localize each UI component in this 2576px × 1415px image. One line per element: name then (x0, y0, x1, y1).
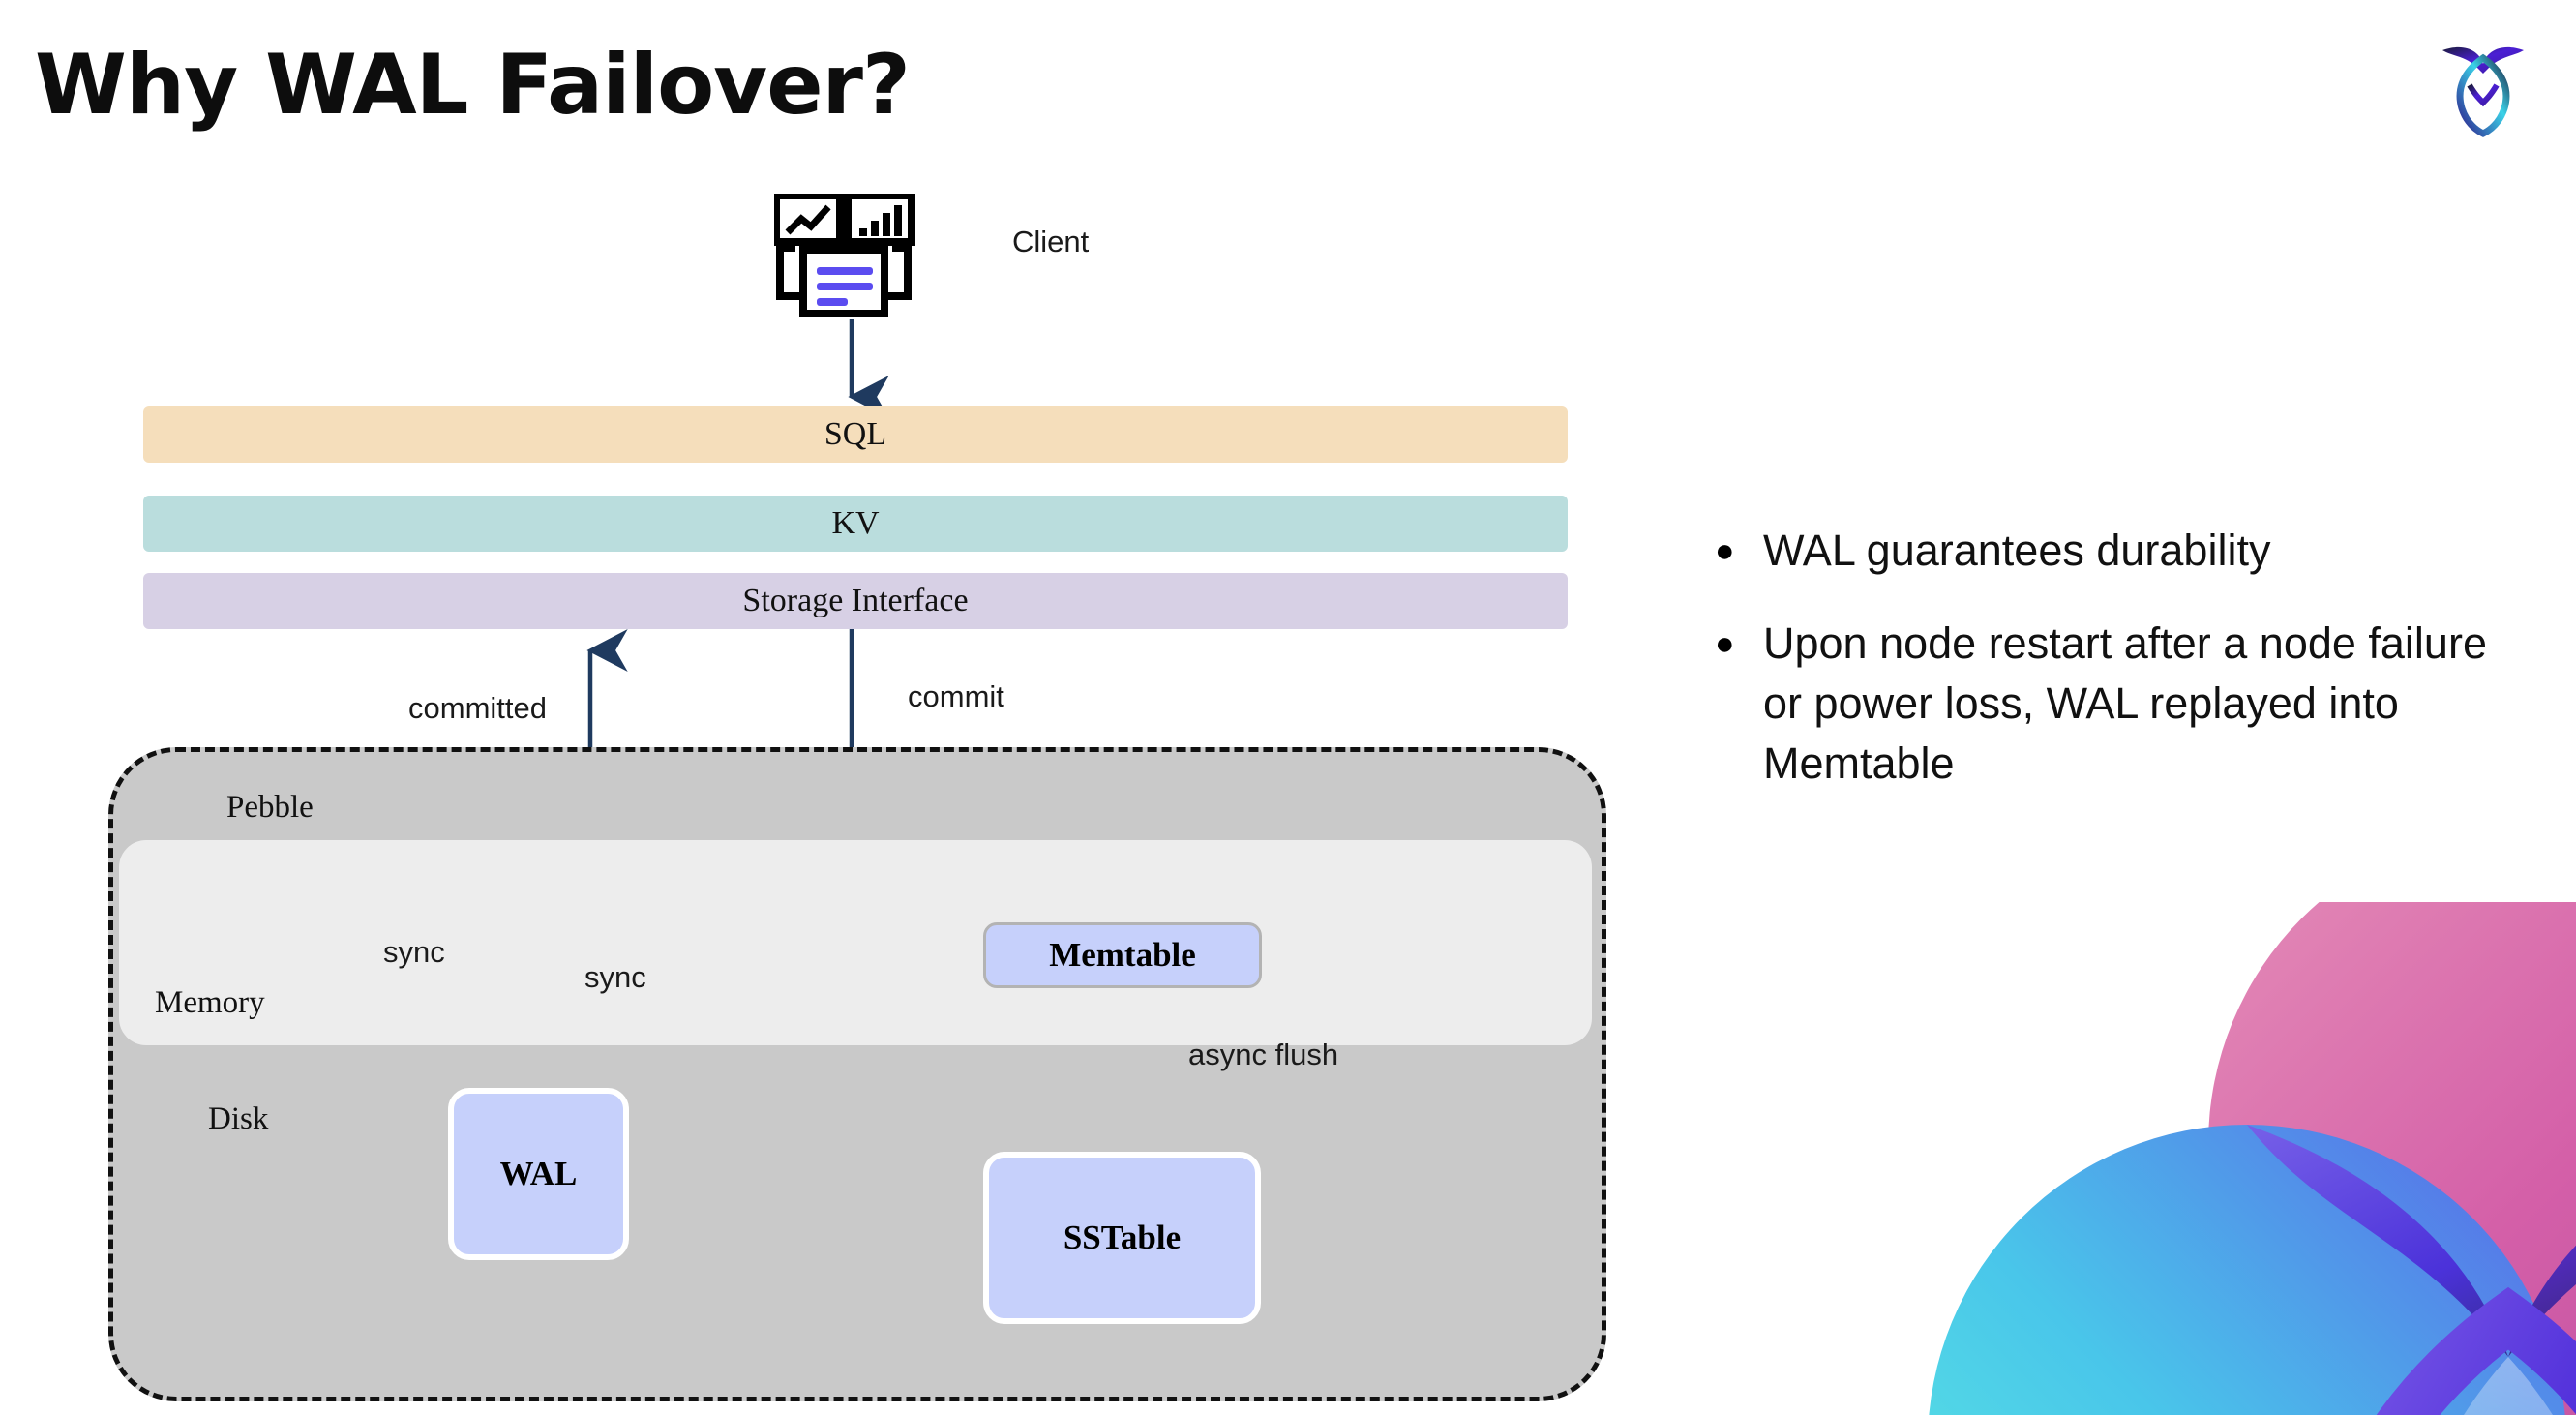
node-wal: WAL (448, 1088, 629, 1260)
bullet-marker-icon: ● (1715, 625, 1735, 662)
cockroachdb-logo-icon (2425, 25, 2541, 141)
layer-bar-storage: Storage Interface (143, 573, 1568, 629)
layer-bar-sql: SQL (143, 406, 1568, 463)
edge-label-sync-right: sync (584, 960, 646, 994)
bullet-list: ● WAL guarantees durability ● Upon node … (1703, 521, 2516, 827)
layer-bar-sql-label: SQL (824, 416, 887, 452)
layer-bar-kv-label: KV (831, 505, 880, 541)
client-dashboard-icon (772, 192, 929, 319)
bullet-text: WAL guarantees durability (1763, 526, 2271, 575)
edge-label-commit: commit (908, 679, 1004, 713)
pebble-label: Pebble (226, 790, 314, 825)
disk-label: Disk (208, 1101, 269, 1136)
edge-label-async-flush: async flush (1188, 1038, 1339, 1071)
layer-bar-storage-label: Storage Interface (742, 583, 969, 618)
node-memtable-label: Memtable (1049, 936, 1196, 974)
node-sstable-label: SSTable (1063, 1219, 1182, 1256)
edge-label-committed: committed (408, 691, 547, 725)
node-wal-label: WAL (499, 1155, 578, 1192)
bullet-marker-icon: ● (1715, 532, 1735, 569)
memory-label: Memory (155, 985, 265, 1020)
layer-bar-kv: KV (143, 496, 1568, 552)
node-sstable: SSTable (983, 1152, 1261, 1324)
list-item: ● WAL guarantees durability (1703, 521, 2516, 581)
edge-label-sync-left: sync (383, 935, 445, 969)
memory-region (119, 840, 1592, 1045)
client-label: Client (1012, 225, 1090, 258)
bullet-text: Upon node restart after a node failure o… (1763, 618, 2487, 788)
architecture-diagram: Client SQL KV Storage Interface Pebble M… (108, 192, 1606, 1401)
node-memtable: Memtable (983, 922, 1262, 988)
list-item: ● Upon node restart after a node failure… (1703, 614, 2516, 794)
cockroachdb-watermark-icon (1899, 873, 2576, 1415)
page-title: Why WAL Failover? (35, 37, 911, 134)
